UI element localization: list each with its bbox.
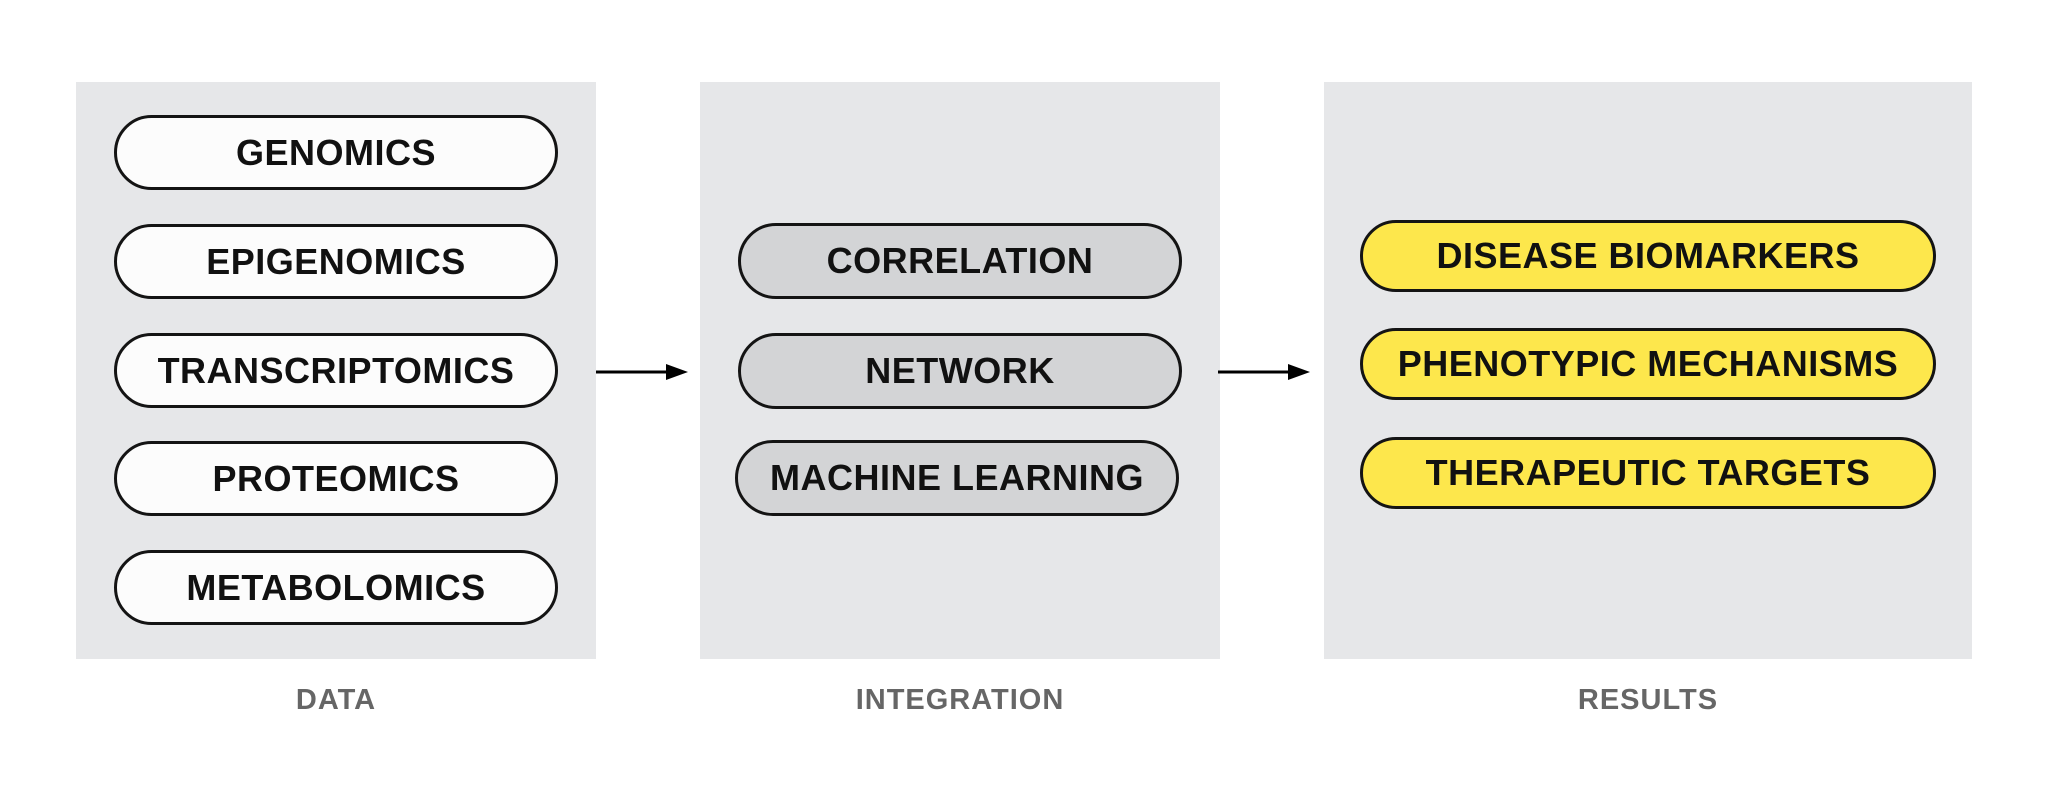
results-item-disease-biomarkers: DISEASE BIOMARKERS	[1360, 220, 1936, 292]
data-item-proteomics: PROTEOMICS	[114, 441, 558, 516]
data-item-metabolomics: METABOLOMICS	[114, 550, 558, 625]
right-arrow-icon	[596, 364, 688, 380]
results-panel: DISEASE BIOMARKERS PHENOTYPIC MECHANISMS…	[1324, 82, 1972, 659]
integration-item-machine-learning: MACHINE LEARNING	[735, 440, 1179, 516]
data-caption: DATA	[295, 684, 377, 716]
data-item-transcriptomics: TRANSCRIPTOMICS	[114, 333, 558, 408]
right-arrow-icon	[1218, 364, 1310, 380]
data-panel: GENOMICS EPIGENOMICS TRANSCRIPTOMICS PRO…	[76, 82, 596, 659]
results-item-therapeutic-targets: THERAPEUTIC TARGETS	[1360, 437, 1936, 509]
results-caption: RESULTS	[1577, 684, 1719, 716]
data-item-epigenomics: EPIGENOMICS	[114, 224, 558, 299]
integration-item-network: NETWORK	[738, 333, 1182, 409]
data-item-genomics: GENOMICS	[114, 115, 558, 190]
integration-panel: CORRELATION NETWORK MACHINE LEARNING	[700, 82, 1220, 659]
integration-item-correlation: CORRELATION	[738, 223, 1182, 299]
integration-caption: INTEGRATION	[855, 684, 1065, 716]
results-item-phenotypic-mechanisms: PHENOTYPIC MECHANISMS	[1360, 328, 1936, 400]
